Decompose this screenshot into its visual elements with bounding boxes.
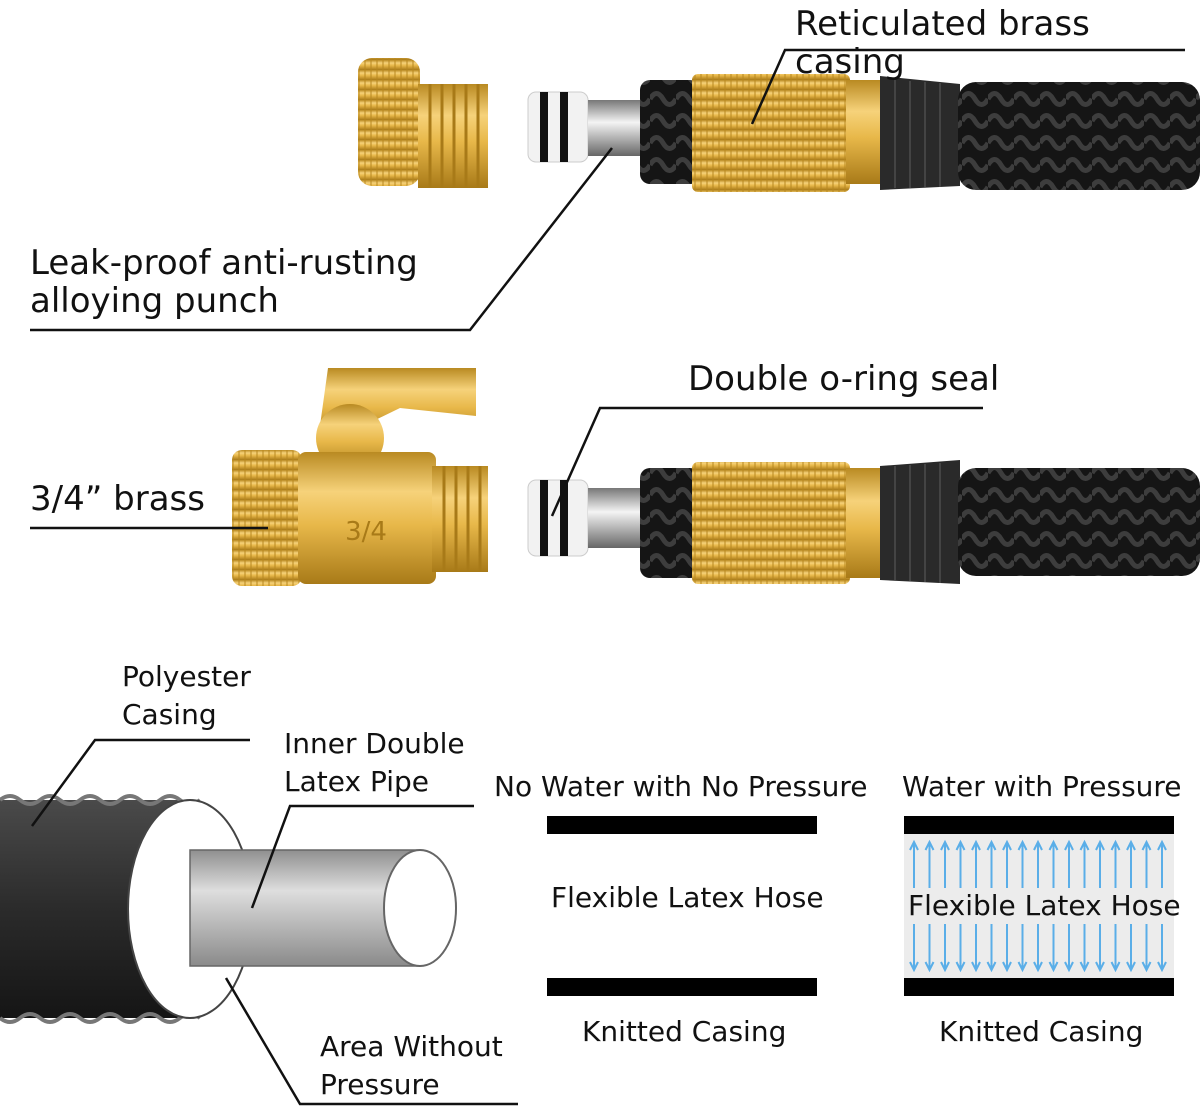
with-pressure-title: Water with Pressure [902,770,1182,803]
with-pressure-casing-label: Knitted Casing [939,1015,1144,1048]
bottom-casing-bar [547,978,817,996]
with-pressure-diagram [904,816,1174,996]
down-arrow-icon [986,924,997,973]
down-arrow-icon [955,924,966,973]
down-arrow-icon [971,924,981,973]
bottom-casing-bar [904,978,1174,996]
valve-size-marking: 3/4 [345,517,387,547]
down-arrow-icon [1002,924,1012,973]
alloy-punch-label: Leak-proof anti-rusting alloying punch [30,243,418,321]
oring-seal-label: Double o-ring seal [688,359,1000,399]
up-arrow-icon [986,839,997,888]
up-arrow-icon [1095,839,1105,888]
no-pressure-hose-label: Flexible Latex Hose [551,881,824,914]
down-arrow-icon [1079,924,1090,973]
down-arrow-icon [1064,924,1074,973]
hose-end-top [527,74,1200,192]
down-arrow-icon [1033,924,1043,973]
up-arrow-icon [1157,839,1167,888]
up-arrow-icon [940,839,950,888]
no-pressure-title: No Water with No Pressure [494,770,868,803]
down-arrow-icon [1126,924,1136,973]
up-arrow-icon [955,839,966,888]
down-arrow-icon [909,924,919,973]
up-arrow-icon [909,839,919,888]
up-arrow-icon [1017,839,1028,888]
up-arrow-icon [1002,839,1012,888]
brass-shutoff-valve: 3/4 [232,368,488,586]
up-arrow-icon [1064,839,1074,888]
leader-lines [30,48,1185,1106]
down-arrow-icon [924,924,935,973]
up-arrow-icon [1110,839,1121,888]
top-casing-bar [547,816,817,834]
top-casing-bar [904,816,1174,834]
down-arrow-icon [1110,924,1121,973]
up-arrow-icon [1033,839,1043,888]
down-arrow-icon [1017,924,1028,973]
down-arrow-icon [1048,924,1059,973]
hose-end-middle [527,460,1200,584]
pressure-arrows [909,839,1167,973]
up-arrow-icon [1048,839,1059,888]
no-pressure-casing-label: Knitted Casing [582,1015,787,1048]
polyester-casing-label: Polyester Casing [122,660,251,731]
brass-size-label: 3/4” brass [30,479,205,519]
down-arrow-icon [1141,924,1152,973]
inner-pipe-label: Inner Double Latex Pipe [284,727,465,798]
area-without-pressure-label: Area Without Pressure [320,1030,503,1101]
up-arrow-icon [1079,839,1090,888]
up-arrow-icon [1141,839,1152,888]
down-arrow-icon [1157,924,1167,973]
down-arrow-icon [940,924,950,973]
female-brass-connector [358,58,488,188]
with-pressure-hose-label: Flexible Latex Hose [908,889,1181,922]
brass-casing-label: Reticulated brass casing [795,4,1090,82]
up-arrow-icon [924,839,935,888]
up-arrow-icon [1126,839,1136,888]
down-arrow-icon [1095,924,1105,973]
hose-cross-section [0,794,457,1024]
no-pressure-diagram [547,816,817,996]
up-arrow-icon [971,839,981,888]
